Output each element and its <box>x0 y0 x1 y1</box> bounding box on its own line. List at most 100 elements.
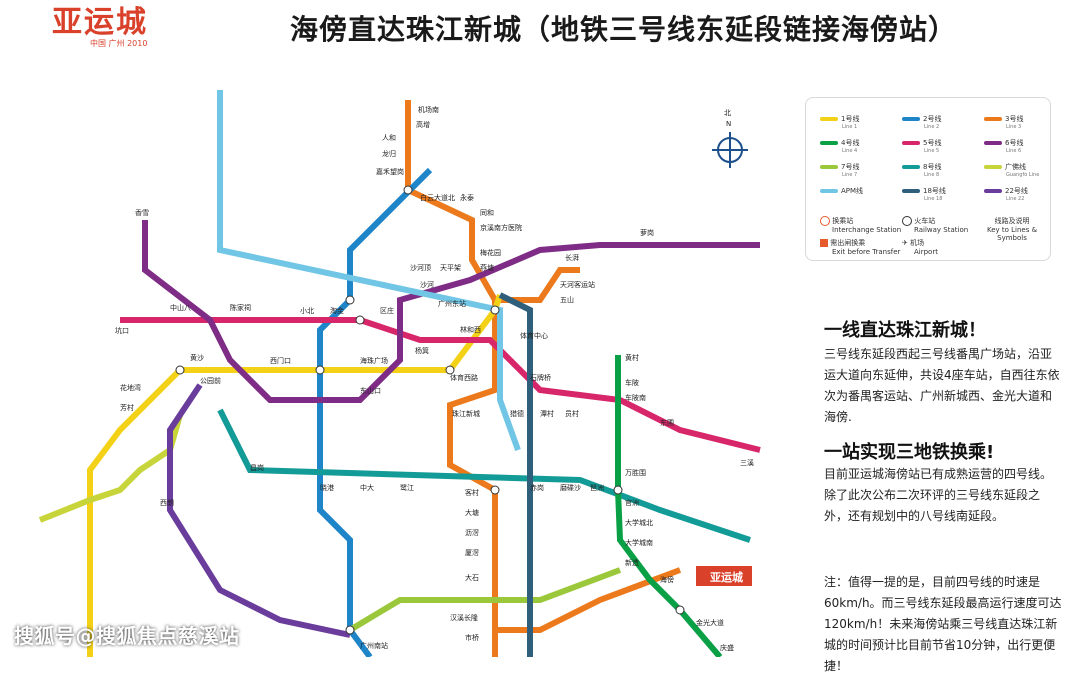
interchange-node <box>675 605 685 615</box>
station-label: 车陂 <box>625 378 639 387</box>
station-label: 厦滘 <box>465 548 479 557</box>
station-label: 中山八 <box>170 303 191 312</box>
station-label: 沙河顶 <box>410 264 431 272</box>
station-label: 沙河 <box>420 281 434 289</box>
legend-symbol-label: 需出闸换乘 <box>830 239 866 247</box>
station-label: 中大 <box>360 483 374 492</box>
station-label: 同和 <box>480 208 494 217</box>
legend-symbol-label: 机场 <box>910 239 925 247</box>
legend-line-label: 4号线 <box>841 139 860 147</box>
legend-line-label: 5号线 <box>923 139 942 147</box>
legend-line-label: 1号线 <box>841 115 860 123</box>
line-color-swatch <box>902 165 920 169</box>
station-label: 小北 <box>300 306 314 315</box>
station-label: 梅花园 <box>480 248 501 257</box>
line-color-swatch <box>820 189 838 193</box>
station-label: 员村 <box>565 409 579 418</box>
legend-symbol-railway: 火车站 Railway Station <box>902 216 968 234</box>
guangfo-line-route <box>38 414 183 523</box>
interchange-node <box>613 485 623 495</box>
metro-map: 北 N 机场南 高增 人和 龙归 嘉禾望岗 白云大道北 永泰 同和 京溪南方医院… <box>38 90 761 657</box>
station-label: 琶洲 <box>590 484 604 492</box>
station-label: 沥滘 <box>465 528 479 537</box>
line-color-swatch <box>902 189 920 193</box>
station-label: 晓港 <box>320 483 334 492</box>
line-4-route <box>615 355 723 657</box>
station-label: 体育中心 <box>520 331 548 340</box>
legend-line-label: 8号线 <box>923 163 942 171</box>
station-label: 车陂南 <box>625 393 646 402</box>
line-color-swatch <box>820 117 838 121</box>
line-color-swatch <box>984 117 1002 121</box>
line-1-route <box>87 294 503 657</box>
line-color-swatch <box>902 141 920 145</box>
line-color-swatch <box>984 189 1002 193</box>
station-label: 黄沙 <box>190 353 204 362</box>
station-label: 杨箕 <box>415 346 429 355</box>
station-label: 燕塘 <box>480 263 494 272</box>
station-label: 香雪 <box>135 208 149 217</box>
station-label: 大学城北 <box>625 518 653 527</box>
legend-symbol-key: 线路及说明 Key to Lines & Symbols <box>984 216 1040 242</box>
station-label: 体育西路 <box>450 373 478 382</box>
legend-line-sub: Guangfo Line <box>1006 172 1040 178</box>
legend-line-sub: Line 7 <box>842 172 858 178</box>
station-label: 长湃 <box>565 253 579 262</box>
article-paragraph-2: 目前亚运城海傍站已有成熟运营的四号线。除了此次公布二次环评的三号线东延段之外，还… <box>824 467 1053 523</box>
station-label: 三溪 <box>740 458 754 467</box>
station-label: 大塘 <box>465 508 479 517</box>
interchange-node <box>315 365 325 375</box>
line-color-swatch <box>984 165 1002 169</box>
station-label: 陈家祠 <box>230 303 251 312</box>
station-label: 海傍 <box>660 575 674 584</box>
station-label: 高增 <box>416 120 430 129</box>
line-color-swatch <box>984 141 1002 145</box>
interchange-node <box>403 185 413 195</box>
legend-symbol-sub: Railway Station <box>914 226 969 234</box>
station-label: 东圃 <box>660 418 674 427</box>
compass-icon: 北 N <box>712 109 748 168</box>
station-label: 鹭江 <box>400 483 414 492</box>
line-6-route <box>142 220 760 403</box>
legend-line-label: 广佛线 <box>1005 163 1026 171</box>
line-color-swatch <box>820 141 838 145</box>
legend-line-sub: Line 22 <box>1006 196 1025 202</box>
legend-line-sub: Line 5 <box>924 148 940 154</box>
station-label: 金光大道 <box>696 618 724 627</box>
station-label: 区庄 <box>380 306 394 315</box>
line-3-east-extension <box>495 567 682 633</box>
yayuncheng-badge: 亚运城 <box>696 566 752 586</box>
watermark: 搜狐号@搜狐焦点慈溪站 <box>14 624 240 648</box>
station-label: 人和 <box>382 133 396 142</box>
exit-transfer-icon <box>820 239 828 247</box>
station-label: 珠江新城 <box>452 409 480 418</box>
legend-line-sub: Line 6 <box>1006 148 1022 154</box>
article-note: 注：值得一提的是，目前四号线的时速是60km/h。而三号线东延段最高运行速度可达… <box>824 575 1062 673</box>
station-label: 五山 <box>560 295 574 304</box>
interchange-node <box>490 305 500 315</box>
station-label: 昌岗 <box>250 464 264 472</box>
station-label: 机场南 <box>418 105 439 114</box>
station-label: 市桥 <box>465 633 479 642</box>
line-2-route <box>317 167 433 657</box>
legend-line-label: 22号线 <box>1005 187 1028 195</box>
station-label: 客村 <box>465 488 479 497</box>
station-label: 广州南站 <box>360 641 388 650</box>
station-label: 坑口 <box>115 326 129 335</box>
article: 一线直达珠江新城！ 三号线东延段西起三号线番禺广场站，沿亚运大道向东延伸，共设4… <box>808 300 1066 673</box>
station-label: 庆盛 <box>720 643 734 652</box>
station-label: 淘金 <box>330 306 344 315</box>
legend-symbol-interchange: 换乘站 Interchange Station <box>820 216 901 234</box>
interchange-node <box>445 365 455 375</box>
station-label: 赤岗 <box>530 484 544 492</box>
railway-station-icon <box>902 216 912 226</box>
legend-symbol-sub: Exit before Transfer <box>832 248 901 256</box>
line-color-swatch <box>820 165 838 169</box>
station-label: 西朗 <box>160 498 174 507</box>
station-label: 花地湾 <box>120 383 141 392</box>
station-label: 广州东站 <box>438 299 466 308</box>
